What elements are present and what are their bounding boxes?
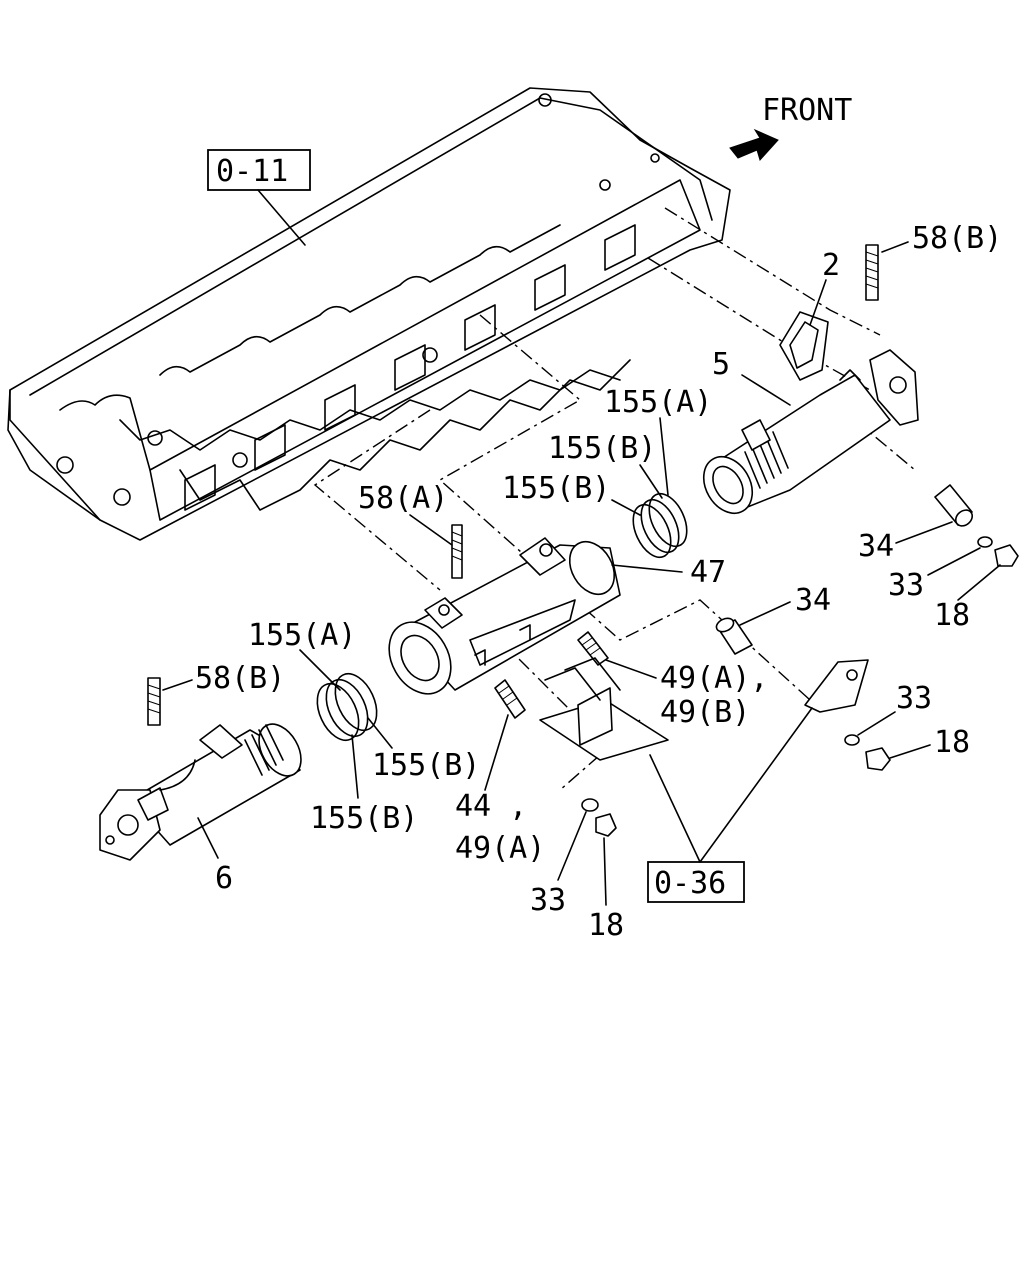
leader-part-34-top [895,521,953,544]
label-part-44-line1: 44 , [455,789,527,824]
label-part-34-top: 34 [858,529,894,564]
front-direction-label: FRONT [762,93,852,128]
label-part-6: 6 [215,861,233,896]
bracket-reference-box [647,861,745,903]
leader-part-155b-left-1 [367,717,393,749]
leader-part-58b-left [162,679,193,691]
leader-part-58b-top [881,241,909,253]
nut-18-top [994,544,1019,567]
label-part-18-mid: 18 [934,725,970,760]
stud-44 [494,679,526,719]
label-part-18-bottom: 18 [588,908,624,943]
label-part-33-top: 33 [888,568,924,603]
leader-part-47 [611,564,683,573]
leader-part-155b-top-2 [611,499,641,516]
leader-part-2 [809,279,827,326]
pipe-part-6 [99,723,302,861]
label-part-155a-top: 155(A) [604,385,712,420]
seal-rings-top [632,492,688,559]
leader-part-33-mid [857,711,896,736]
washer-33-top [977,536,993,548]
bracket-upper [804,659,869,713]
spacer-34-top [934,484,974,527]
leader-part-5 [741,374,791,406]
bracket-reference-label: 0-36 [654,866,726,901]
stud-49 [577,631,609,666]
leader-part-155a-top [659,417,669,496]
bracket-lower [539,657,669,761]
bracket-leader-line-1 [649,754,701,863]
label-part-49-line2: 49(B) [660,695,750,730]
front-arrow-icon [729,128,779,161]
label-part-34-mid: 34 [795,583,831,618]
head-reference-box [207,149,311,191]
stud-58a [451,524,463,579]
leader-part-58a [409,514,453,546]
head-leader-line [257,189,306,246]
leader-part-33-bottom [557,811,587,881]
leader-part-33-top [927,547,981,576]
leader-part-18-top [957,564,1001,601]
label-part-155b-top-1: 155(B) [548,431,656,466]
spacer-34-mid [715,617,753,655]
leader-part-34-mid [739,601,791,626]
label-part-44-line2: 49(A) [455,831,545,866]
stud-58b-left [147,677,161,726]
label-part-2: 2 [822,248,840,283]
head-reference-label: 0-11 [216,154,288,189]
label-part-155b-top-2: 155(B) [502,471,610,506]
label-part-33-bottom: 33 [530,883,566,918]
leader-part-18-bottom [603,837,607,906]
label-part-47: 47 [690,555,726,590]
label-part-58b-left: 58(B) [195,661,285,696]
pipe-part-5 [702,349,919,515]
leader-part-18-mid [889,744,931,759]
label-part-49-line1: 49(A), [660,661,768,696]
leader-part-49 [605,659,657,679]
label-part-5: 5 [712,347,730,382]
pipe-part-47 [388,537,621,695]
nut-18-bottom [595,813,617,837]
seal-rings-left [316,672,378,742]
washer-33-mid [844,734,860,746]
leader-part-155b-left-2 [351,734,359,799]
label-part-58a: 58(A) [358,481,448,516]
cylinder-head [7,87,731,541]
bracket-leader-line-2 [699,707,813,863]
leader-part-155b-top-1 [639,464,663,499]
label-part-33-mid: 33 [896,681,932,716]
nut-18-mid [865,747,891,771]
label-part-58b-top: 58(B) [912,221,1002,256]
label-part-155b-left-2: 155(B) [310,801,418,836]
leader-part-155a-left [299,649,341,691]
label-part-155a-left: 155(A) [248,618,356,653]
gasket-part-2 [779,311,829,381]
leader-part-6 [197,817,219,859]
label-part-155b-left-1: 155(B) [372,748,480,783]
label-part-18-top: 18 [934,598,970,633]
leader-part-44 [484,714,509,791]
washer-33-bottom [581,798,599,812]
stud-58b-top [865,244,879,301]
